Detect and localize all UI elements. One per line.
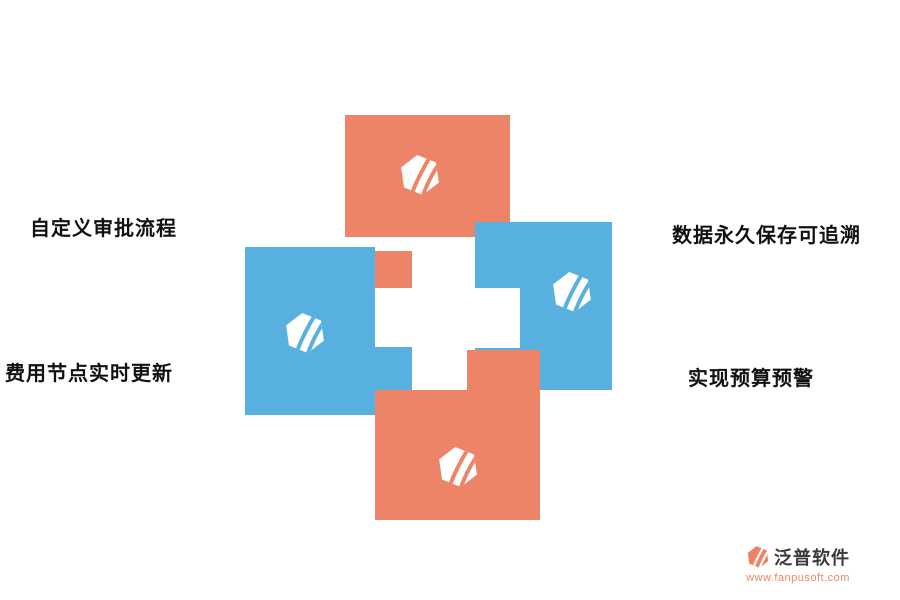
label-bottom-right: 实现预算预警 [688,368,814,390]
brand-row: 泛普软件 [746,544,850,570]
brand-watermark: 泛普软件 www.fanpusoft.com [746,544,850,584]
card-bottom-tab [467,350,540,390]
brand-hexagon-icon [747,544,770,570]
hexagon-swirl-icon [401,152,441,198]
card-top-tab [372,251,412,288]
hexagon-swirl-icon [553,269,593,315]
hexagon-swirl-icon [286,310,326,356]
brand-name: 泛普软件 [774,548,850,568]
label-top-right: 数据永久保存可追溯 [672,225,861,247]
label-top-left: 自定义审批流程 [30,218,177,240]
label-bottom-left: 费用节点实时更新 [5,363,173,385]
brand-url: www.fanpusoft.com [746,572,850,584]
hexagon-swirl-icon [439,444,479,490]
card-right-notch [467,288,520,348]
